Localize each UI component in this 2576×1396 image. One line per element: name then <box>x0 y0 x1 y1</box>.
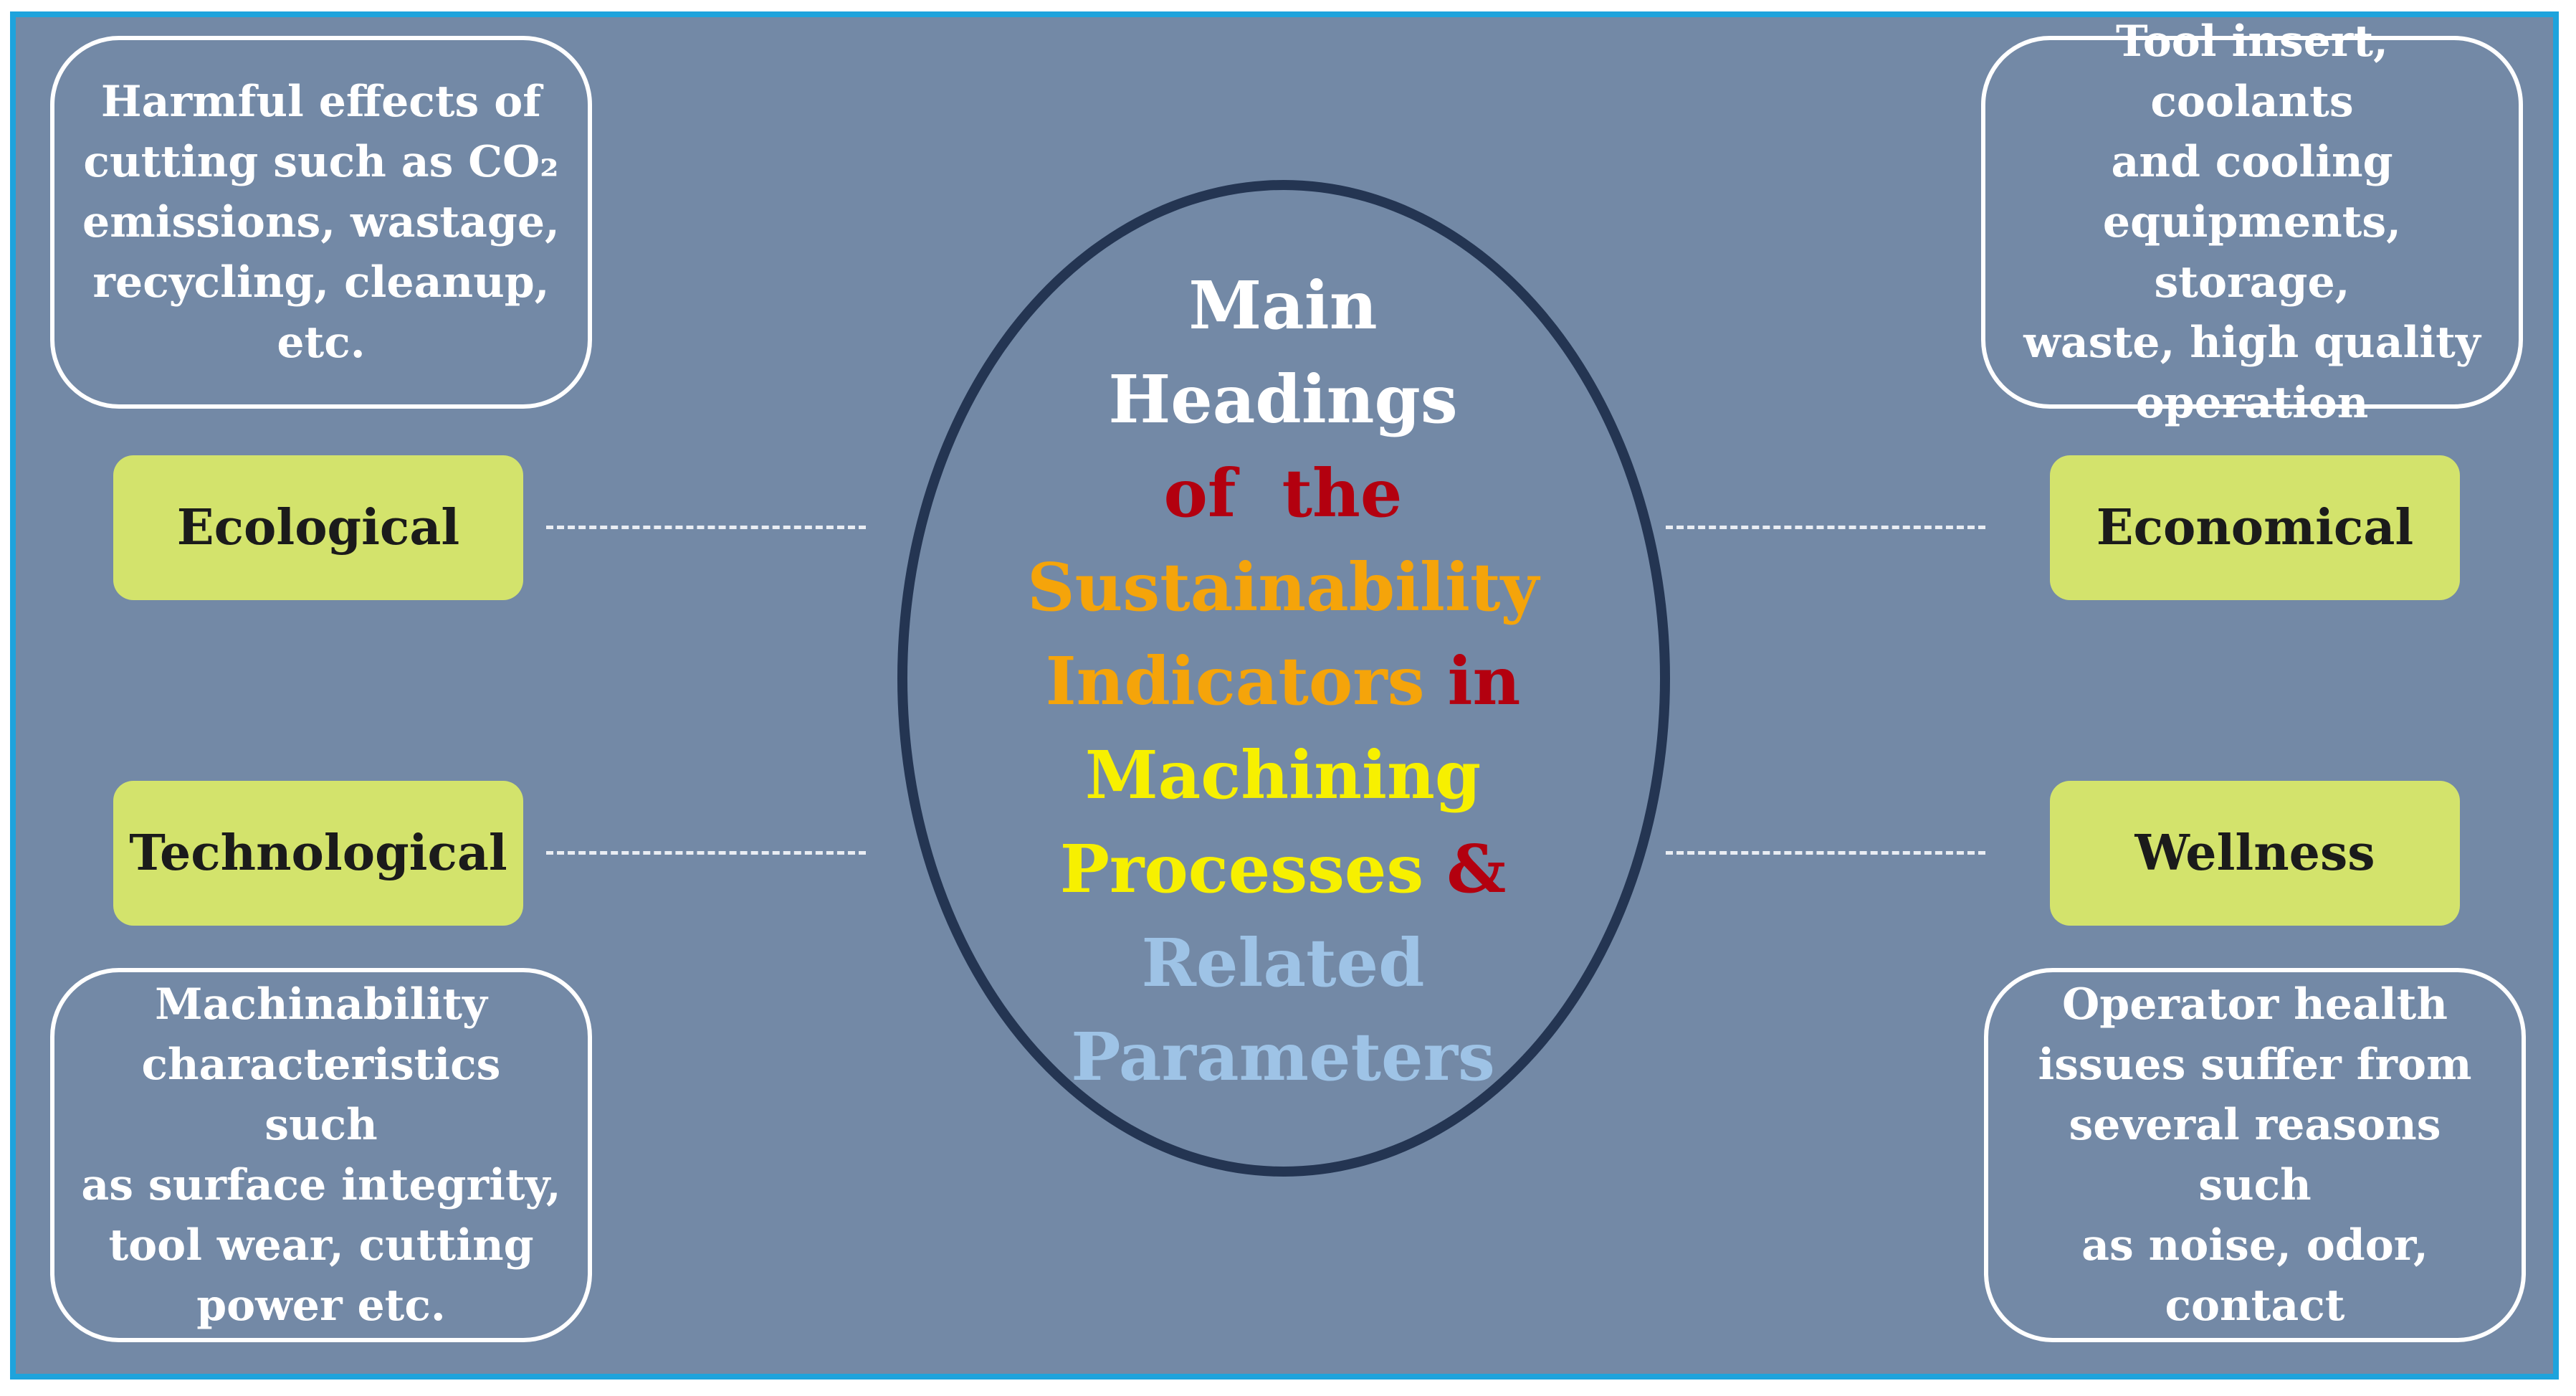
economical-description-line: Tool insert, coolants <box>2115 16 2389 127</box>
technological-description-line: power etc. <box>196 1281 446 1331</box>
technological-description-line: Machinability <box>155 979 487 1030</box>
economical-description-line: equipments, storage, <box>2102 197 2402 308</box>
economical-description-line: operation <box>2135 378 2369 428</box>
technological-label: Technological <box>113 781 523 926</box>
technological-connector <box>546 851 866 855</box>
economical-description-box: Tool insert, coolants and cooling equipm… <box>1981 16 2523 428</box>
center-title-line: Parameters <box>1071 1017 1495 1096</box>
economical-connector <box>1666 526 1985 529</box>
center-title-line: Main <box>1188 266 1378 344</box>
ecological-label: Ecological <box>113 455 523 600</box>
ecological-description-line: cutting such as CO₂ <box>83 137 559 187</box>
center-title-line: Processes & <box>1059 830 1507 908</box>
technological-description-line: characteristics such <box>141 1040 501 1150</box>
center-title-line: Related <box>1141 923 1425 1002</box>
economical-description-line: waste, high quality <box>2023 318 2481 368</box>
ecological-description-line: Harmful effects of <box>100 77 542 127</box>
wellness-description-line: Operator health <box>2062 979 2448 1030</box>
technological-description-box: Machinability characteristics such as su… <box>50 968 592 1342</box>
wellness-description-line: issues suffer from <box>2038 1040 2472 1090</box>
wellness-description-line: contact <box>2165 1281 2345 1331</box>
wellness-description-line: as noise, odor, <box>2081 1220 2428 1271</box>
wellness-connector <box>1666 851 1985 855</box>
wellness-label: Wellness <box>2050 781 2460 926</box>
center-title-line: Headings <box>1108 360 1458 438</box>
center-title-line: Indicators in <box>1045 642 1521 720</box>
center-title: Main Headings of the Sustainability Indi… <box>932 258 1634 1104</box>
center-title-line: of the <box>1163 454 1403 532</box>
technological-description-line: tool wear, cutting <box>108 1220 534 1271</box>
center-title-line: Sustainability <box>1027 548 1539 626</box>
ecological-description-line: recycling, cleanup, <box>92 257 550 308</box>
economical-label: Economical <box>2050 455 2460 600</box>
ecological-description-box: Harmful effects of cutting such as CO₂ e… <box>50 36 592 409</box>
wellness-description-box: Operator health issues suffer from sever… <box>1984 968 2526 1342</box>
ecological-connector <box>546 526 866 529</box>
wellness-description-line: several reasons such <box>2069 1100 2441 1210</box>
ecological-description-line: etc. <box>277 318 366 368</box>
center-title-line: Machining <box>1084 736 1482 814</box>
economical-description-line: and cooling <box>2111 137 2393 187</box>
ecological-description-line: emissions, wastage, <box>82 197 560 247</box>
technological-description-line: as surface integrity, <box>81 1160 561 1210</box>
